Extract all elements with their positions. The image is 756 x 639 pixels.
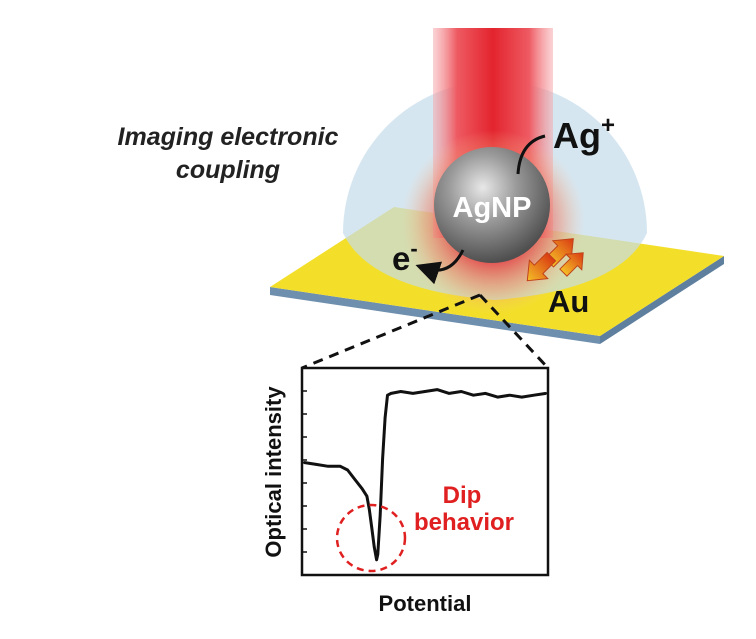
trace-point [360,487,364,490]
trace-point [448,392,451,395]
trace-point [327,465,330,468]
inset-chart: Dip behavior Optical intensity Potential [261,366,550,616]
trace-point [389,392,393,395]
trace-point [423,390,427,393]
trace-point [381,457,384,460]
trace-point [353,478,357,481]
caption-line-2: coupling [176,156,280,184]
x-axis-label: Potential [379,591,472,616]
trace-point [496,395,499,399]
coupling-arrow-down [526,251,557,282]
trace-point [372,545,376,548]
zoom-line-left [301,293,481,370]
y-axis-ticks [302,390,307,553]
trace-points [302,388,548,561]
trace-point [365,495,369,498]
substrate-label: Au [548,284,589,319]
ion-release-arrow [516,134,546,175]
y-axis-label: Optical intensity [261,386,286,558]
electron-transfer-arrow [415,249,465,285]
dip-annotation-line-1: Dip [443,482,482,509]
coupling-arrow-up-2 [559,252,584,277]
electron-charge: - [410,236,417,261]
trace-point [484,392,487,395]
coupling-arrows [526,238,584,282]
trace-point [544,392,548,395]
silver-nanoparticle [434,147,550,263]
trace-point [379,513,382,517]
ion-label: Ag+ [553,112,615,156]
trace-point [435,388,439,391]
dip-annotation-line-2: behavior [414,509,514,536]
substrate-side [270,287,600,344]
trace-point [508,394,511,397]
trace-point [520,395,523,399]
trace-point [386,394,389,397]
trace-point [314,463,318,466]
trace-point [460,390,463,393]
trace-point [383,416,387,419]
trace-point [370,526,373,530]
trace-point [375,558,378,561]
trace-point [399,390,402,393]
trace-point [302,461,306,464]
trace-point [339,465,342,468]
particle-label: AgNP [453,192,532,224]
electron-label: e- [392,236,418,277]
ion-charge: + [601,112,615,139]
trace-point [411,392,415,395]
substrate-side-right [600,256,724,344]
trace-point [532,394,536,397]
chart-frame [300,366,550,577]
trace-point [376,552,380,556]
caption-line-1: Imaging electronic [118,123,339,151]
trace-point [472,394,475,397]
trace-point [368,508,371,511]
dip-highlight-circle [335,503,407,573]
trace-point [346,468,349,472]
